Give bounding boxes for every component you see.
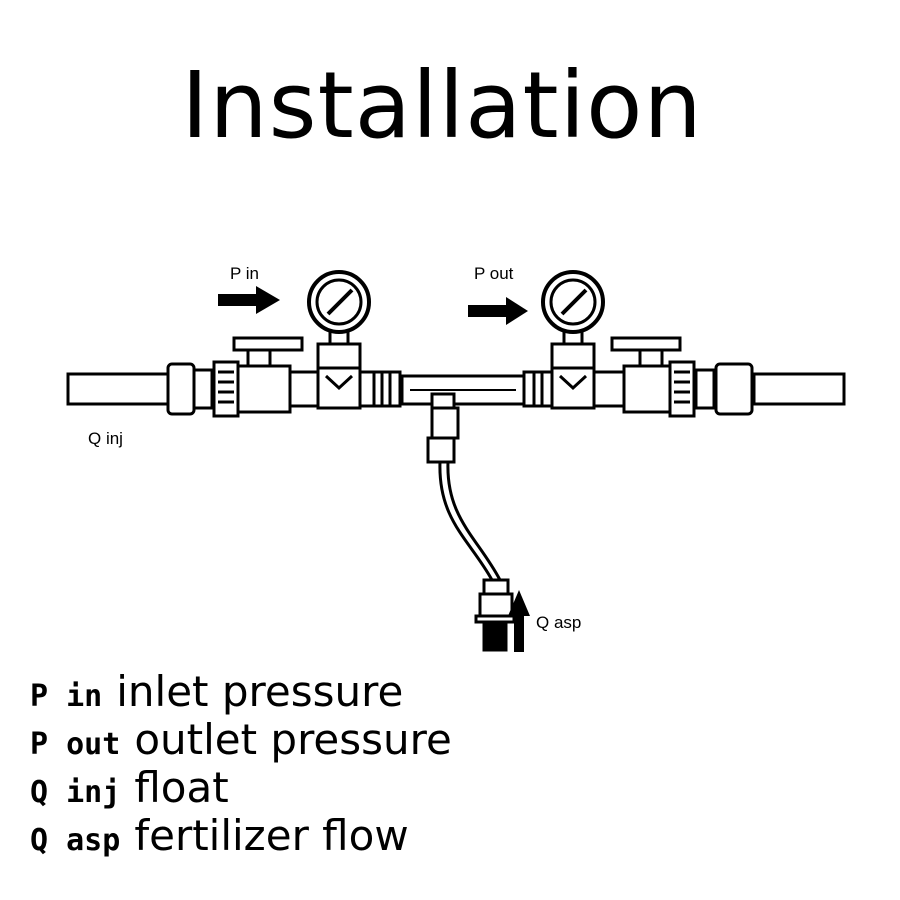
venturi-injector xyxy=(400,374,526,410)
legend-symbol: P in xyxy=(30,679,103,714)
legend-item: P in inlet pressure xyxy=(30,668,452,716)
legend-description: float xyxy=(134,763,229,812)
inlet-pipe xyxy=(66,372,170,406)
installation-diagram: P in P out Q inj Q asp xyxy=(66,264,846,652)
legend-item: P out outlet pressure xyxy=(30,716,452,764)
suction-hose xyxy=(438,461,494,581)
p-in-arrow-icon xyxy=(218,286,280,314)
q-asp-arrow-icon xyxy=(508,590,530,652)
outlet-ball-valve xyxy=(610,336,682,414)
label-p-in: P in xyxy=(230,264,259,283)
label-q-asp: Q asp xyxy=(536,613,581,632)
label-q-inj: Q inj xyxy=(88,429,123,448)
page-title: Installation xyxy=(181,52,703,159)
legend-symbol: Q inj xyxy=(30,775,121,810)
label-p-out: P out xyxy=(474,264,514,283)
inlet-pressure-gauge xyxy=(307,270,371,346)
p-out-arrow-icon xyxy=(468,297,528,325)
legend-description: fertilizer flow xyxy=(134,811,409,860)
outlet-pipe xyxy=(752,372,846,406)
legend-item: Q asp fertilizer flow xyxy=(30,812,452,860)
legend-description: inlet pressure xyxy=(116,667,404,716)
outlet-gauge-tee xyxy=(550,342,596,410)
left-union-coupling xyxy=(166,360,240,418)
outlet-pressure-gauge xyxy=(541,270,605,346)
right-union-coupling xyxy=(668,360,754,418)
legend-symbol: P out xyxy=(30,727,121,762)
legend-description: outlet pressure xyxy=(134,715,452,764)
inlet-ball-valve xyxy=(232,336,304,414)
legend-symbol: Q asp xyxy=(30,823,121,858)
suction-connector xyxy=(426,406,460,464)
inlet-gauge-tee xyxy=(316,342,362,410)
legend-item: Q inj float xyxy=(30,764,452,812)
suction-filter xyxy=(474,578,516,652)
